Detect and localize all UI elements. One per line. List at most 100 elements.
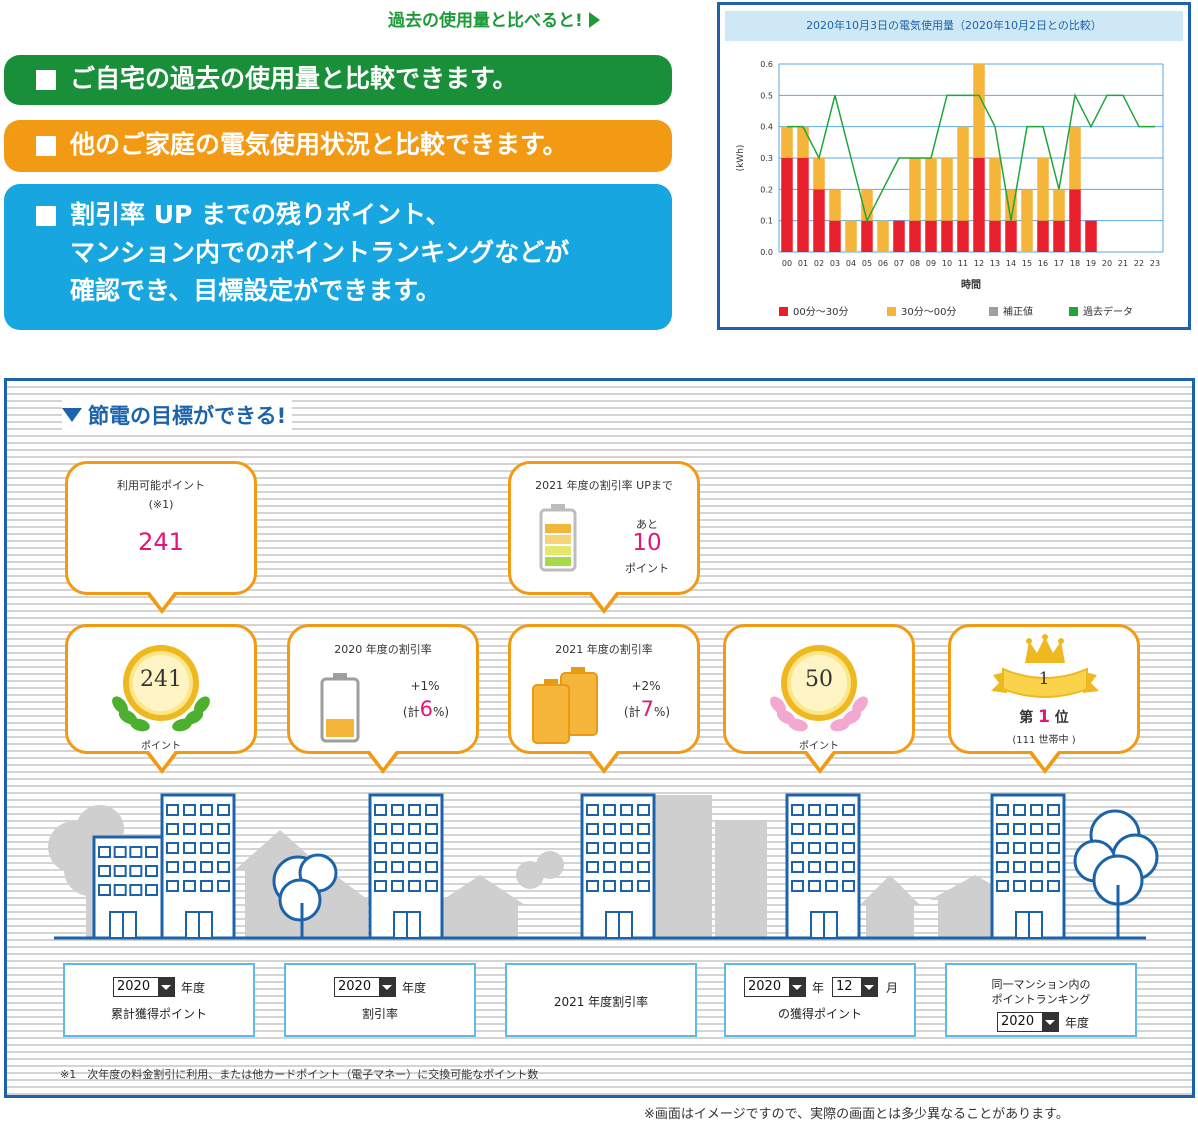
window xyxy=(166,842,179,854)
window xyxy=(200,861,213,873)
chevron-down-icon[interactable] xyxy=(789,978,805,996)
y-tick-label: 0.6 xyxy=(760,60,773,69)
rate-2020-total: (計6%) xyxy=(386,697,466,721)
window xyxy=(808,880,821,892)
x-tick-label: 20 xyxy=(1102,259,1112,268)
x-tick-label: 10 xyxy=(942,259,952,268)
month-select[interactable]: 12 xyxy=(832,977,878,997)
bar-segment xyxy=(861,189,873,221)
y-tick-label: 0.0 xyxy=(760,248,773,257)
x-tick-label: 18 xyxy=(1070,259,1080,268)
rate-2020-delta: +1% xyxy=(410,679,440,693)
monthly-medal-value: 50 xyxy=(805,667,833,692)
window xyxy=(996,880,1009,892)
window xyxy=(98,884,111,896)
bar-segment xyxy=(861,220,873,252)
bar-segment xyxy=(845,220,857,252)
note-marker: (※1) xyxy=(148,498,174,511)
x-tick-label: 07 xyxy=(894,259,904,268)
legend-swatch xyxy=(887,307,896,316)
window xyxy=(113,846,127,858)
rate-target-unit: ポイント xyxy=(625,562,669,575)
banner-points-goal: 割引率 UP までの残りポイント、 マンション内でのポイントランキングなどが 確… xyxy=(4,184,672,330)
callout-tail-inner xyxy=(370,751,396,768)
window xyxy=(603,861,616,873)
footnote: ※1 次年度の料金割引に利用、または他カードポイント（電子マネー）に交換可能なポ… xyxy=(60,1068,539,1081)
rate-target-prefix: あと xyxy=(636,518,658,531)
window xyxy=(842,823,855,835)
points-medal-value: 241 xyxy=(140,667,182,692)
bar-segment xyxy=(877,220,889,252)
window xyxy=(825,880,838,892)
window xyxy=(113,884,127,896)
rate-2021-total-prefix: (計 xyxy=(623,705,641,719)
available-points-value: 241 xyxy=(138,528,184,556)
x-tick-label: 08 xyxy=(910,259,920,268)
window xyxy=(996,861,1009,873)
past-data-line xyxy=(787,92,1155,223)
window xyxy=(637,823,650,835)
bar-segment xyxy=(957,126,969,221)
year-select[interactable]: 2020 xyxy=(997,1012,1059,1032)
window xyxy=(842,880,855,892)
bar-segment xyxy=(797,158,809,252)
window xyxy=(391,823,404,835)
rate-2021-control[interactable]: 2021 年度割引率 xyxy=(505,963,697,1037)
year-select-value: 2020 xyxy=(1001,1014,1035,1029)
window xyxy=(603,804,616,816)
legend-swatch xyxy=(779,307,788,316)
window xyxy=(586,861,599,873)
window xyxy=(374,880,387,892)
x-tick-label: 11 xyxy=(958,259,968,268)
year-select-value: 2020 xyxy=(338,979,372,994)
rank-suffix: 位 xyxy=(1054,710,1069,726)
bar-segment xyxy=(813,158,825,190)
window xyxy=(791,804,804,816)
bar-segment xyxy=(1005,220,1017,252)
window xyxy=(1013,842,1026,854)
callout-tail-inner xyxy=(591,751,617,768)
window xyxy=(166,804,179,816)
year-select[interactable]: 2020 xyxy=(334,977,396,997)
window xyxy=(791,861,804,873)
bar-segment xyxy=(1069,126,1081,190)
bar-segment xyxy=(973,64,985,158)
window xyxy=(98,865,111,877)
year-select[interactable]: 2020 xyxy=(744,977,806,997)
available-points-callout: 利用可能ポイント (※1) 241 xyxy=(65,461,257,595)
chevron-down-icon[interactable] xyxy=(1042,1013,1058,1031)
window xyxy=(996,842,1009,854)
x-tick-label: 00 xyxy=(782,259,792,268)
window xyxy=(1047,861,1060,873)
chevron-down-icon[interactable] xyxy=(158,978,174,996)
year-select-value: 2020 xyxy=(748,979,782,994)
year-label: 年 xyxy=(812,981,825,995)
window xyxy=(791,880,804,892)
bar-segment xyxy=(1085,220,1097,252)
bar-segment xyxy=(909,220,921,252)
window xyxy=(825,823,838,835)
legend-label: 00分～30分 xyxy=(793,306,848,318)
year-select-value: 2020 xyxy=(117,979,151,994)
x-tick-label: 01 xyxy=(798,259,808,268)
window xyxy=(603,842,616,854)
rate-2021-total-suffix: %) xyxy=(653,705,671,719)
rate-2021-total: (計7%) xyxy=(607,697,687,721)
window xyxy=(166,880,179,892)
window xyxy=(1047,880,1060,892)
bar-segment xyxy=(1053,189,1065,221)
month-label: 月 xyxy=(886,981,899,995)
legend-swatch xyxy=(1069,307,1078,316)
window xyxy=(217,880,230,892)
bar-segment xyxy=(1069,189,1081,252)
y-tick-label: 0.4 xyxy=(760,123,773,132)
crown-ribbon-icon xyxy=(991,634,1099,698)
chevron-down-icon[interactable] xyxy=(379,978,395,996)
window xyxy=(183,880,196,892)
window xyxy=(637,861,650,873)
callout-tail-inner xyxy=(591,591,617,608)
chevron-down-icon[interactable] xyxy=(861,978,877,996)
year-select[interactable]: 2020 xyxy=(113,977,175,997)
callout-tail-inner xyxy=(1032,751,1058,768)
